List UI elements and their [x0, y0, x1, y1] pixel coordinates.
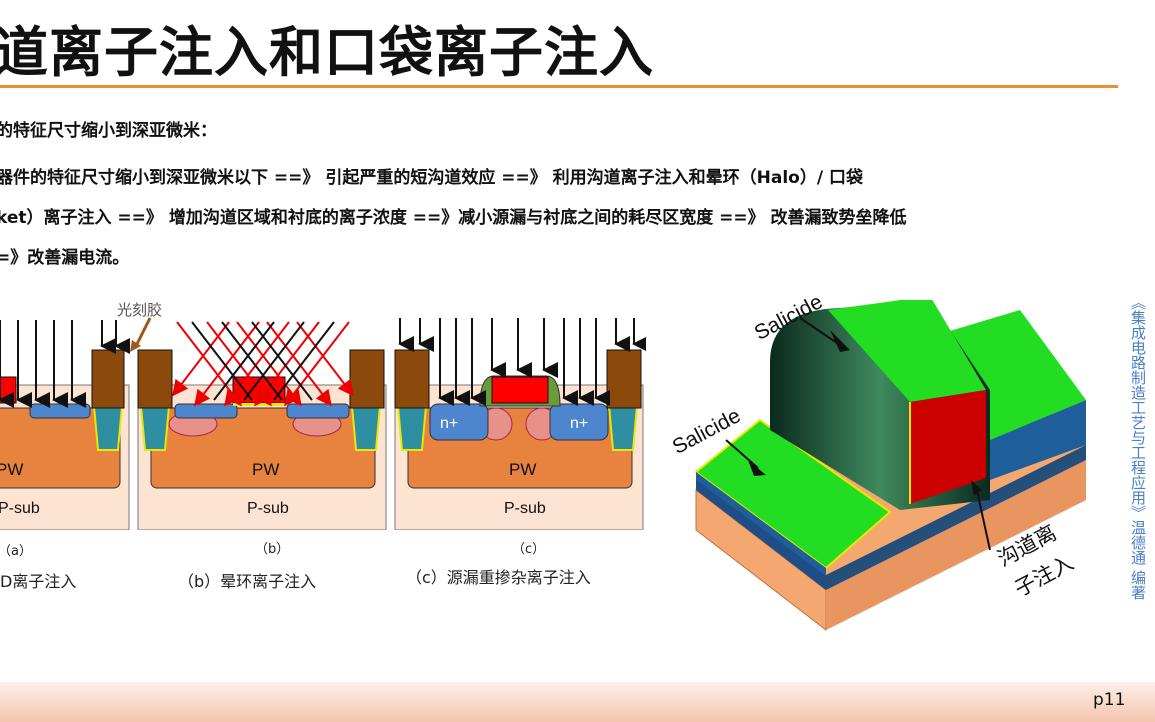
figure-panel-a: PW P-sub — [0, 300, 132, 531]
intro-text: 的特征尺寸缩小到深亚微米： — [0, 121, 217, 141]
ldd-implant-diagram — [0, 320, 130, 531]
body-line-3: =》改善漏电流。 — [0, 248, 130, 268]
pw-label: PW — [0, 460, 24, 479]
panel-a-sublabel: （a） — [0, 544, 32, 559]
figure-panel-c: n+ n+ PW P-sub — [394, 300, 648, 531]
panel-c-sublabel: （c） — [512, 542, 546, 557]
panel-b-sublabel: （b） — [255, 542, 290, 557]
source-drain-implant-diagram — [394, 318, 648, 531]
panel-c-caption: （c）源漏重掺杂离子注入 — [406, 568, 591, 587]
photoresist-label: 光刻胶 — [117, 301, 163, 319]
page-number: p11 — [1093, 690, 1126, 710]
psub-label: P-sub — [247, 500, 289, 517]
figure-panel-b: PW P-sub — [137, 300, 389, 531]
photoresist-pointer — [130, 317, 152, 352]
panel-b-caption: （b）晕环离子注入 — [178, 572, 317, 591]
nplus-right-label: n+ — [570, 415, 589, 432]
pw-label: PW — [509, 460, 537, 479]
title-underline — [0, 85, 1118, 88]
body-line-1: 器件的特征尺寸缩小到深亚微米以下 ==》 引起严重的短沟道效应 ==》 利用沟道… — [0, 168, 863, 188]
body-line-2: ket）离子注入 ==》 增加沟道区域和衬底的离子浓度 ==》减小源漏与衬底之间… — [0, 208, 907, 228]
psub-label: P-sub — [0, 500, 40, 517]
nplus-left-label: n+ — [440, 415, 459, 432]
book-credit: 《集成电路制造工艺与工程应用》温德通 编著 — [1129, 295, 1147, 600]
slide-title: 道离子注入和口袋离子注入 — [0, 21, 654, 84]
footer-bar — [0, 682, 1155, 722]
halo-implant-diagram — [137, 321, 387, 531]
psub-label: P-sub — [504, 500, 546, 517]
device-3d-diagram — [694, 300, 1086, 632]
pw-label: PW — [252, 460, 280, 479]
panel-a-caption: D离子注入 — [0, 572, 77, 591]
